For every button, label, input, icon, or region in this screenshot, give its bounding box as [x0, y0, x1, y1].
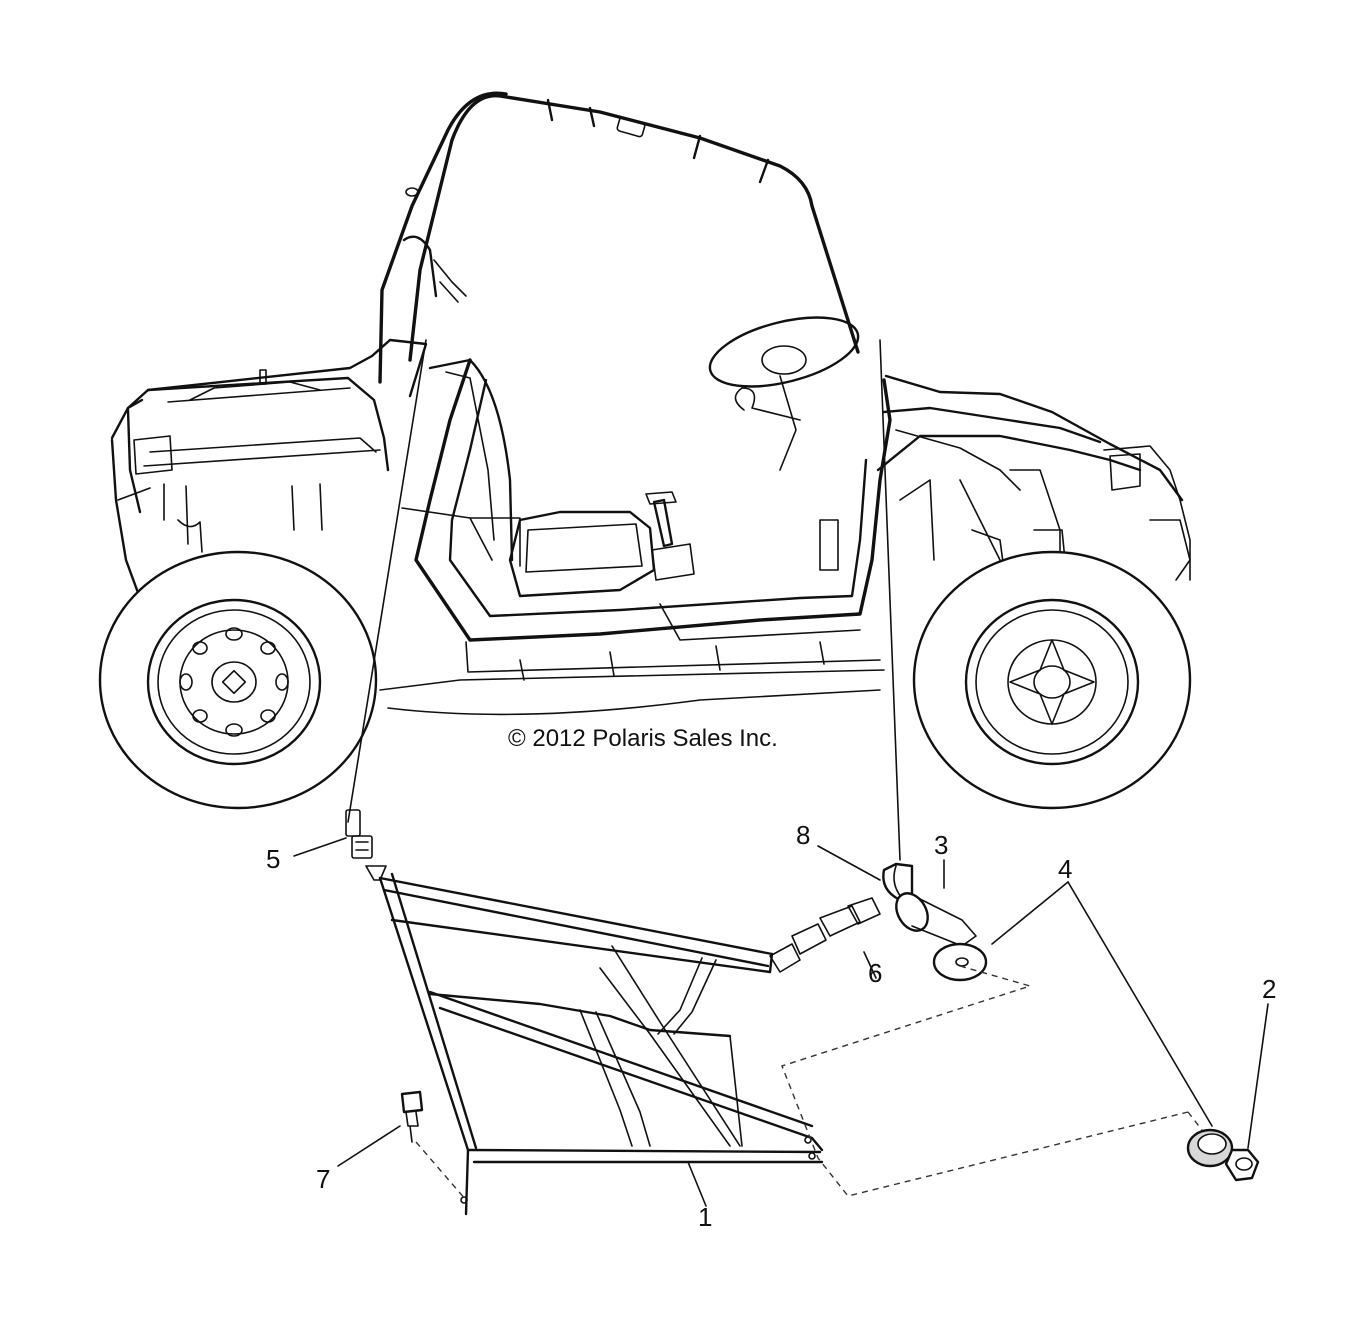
callout-1: 1: [698, 1202, 712, 1232]
callout-5: 5: [266, 844, 280, 874]
shift-lever: [645, 491, 695, 581]
rear-wheel: [98, 550, 378, 810]
door-net-frame: [378, 872, 824, 1216]
leader-line-8: [879, 339, 901, 861]
leader-line-5: [347, 339, 427, 823]
nut-part: [1224, 1148, 1260, 1182]
callout-8: 8: [796, 820, 810, 850]
callout-4: 4: [1058, 854, 1072, 884]
assembly-lines: [415, 965, 1203, 1201]
callout-2: 2: [1262, 974, 1276, 1004]
bolt-part: [400, 1090, 424, 1143]
washer-lower-part: [1186, 1128, 1234, 1168]
front-wheel: [912, 550, 1192, 810]
callout-6: 6: [868, 958, 882, 988]
roll-cage: [378, 91, 860, 384]
callout-labels: 1 2 3 4 5 6 7 8: [266, 820, 1276, 1232]
door-opening-frame: [379, 358, 892, 716]
vehicle-illustration: © 2012 Polaris Sales Inc.: [98, 91, 1192, 861]
seat: [401, 358, 656, 598]
front-body: [876, 374, 1191, 601]
steering-wheel: [708, 316, 860, 471]
push-rivet-part: [895, 892, 977, 947]
callout-leaders: [293, 837, 1269, 1207]
callout-7: 7: [316, 1164, 330, 1194]
buckle-lower-part: [769, 897, 881, 973]
washer-upper-part: [932, 942, 988, 982]
copyright-text: © 2012 Polaris Sales Inc.: [508, 725, 778, 752]
buckle-upper-part: [345, 809, 387, 881]
callout-3: 3: [934, 830, 948, 860]
